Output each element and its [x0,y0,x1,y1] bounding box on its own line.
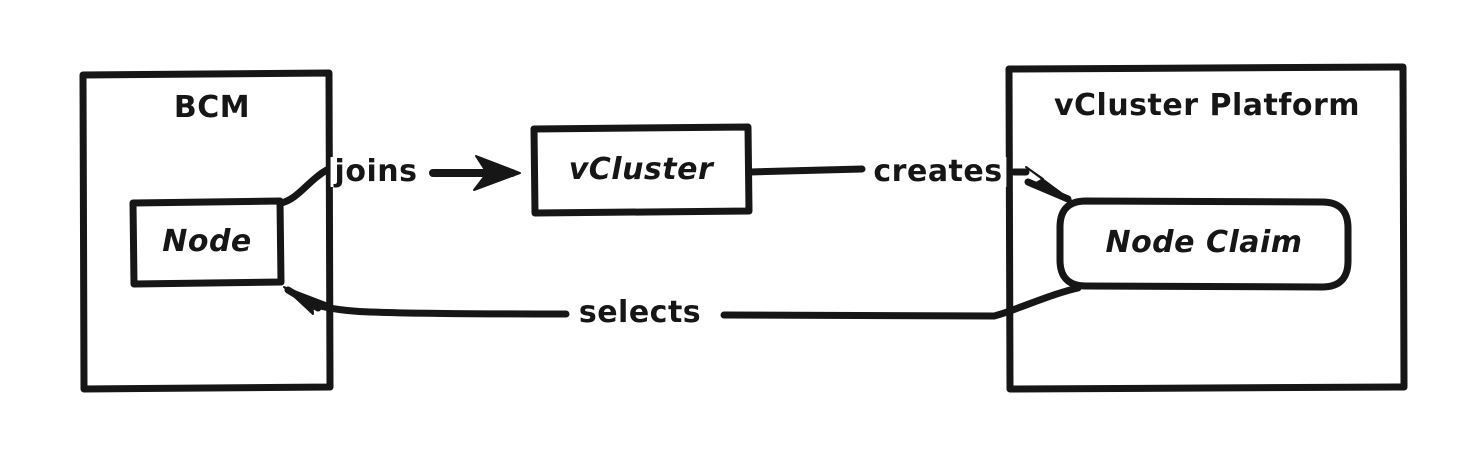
vcluster-box-outline [530,123,753,217]
selects-edge-curve-right [990,284,1082,320]
vcluster-box-label: vCluster [568,152,714,187]
creates-edge-label: creates [869,157,1007,187]
node-claim-box-label: Node Claim [1105,225,1303,260]
selects-edge-label: selects [574,298,706,328]
selects-edge-line-right [720,311,998,320]
node-box-outline [129,197,285,288]
creates-arrowhead-tail [1024,178,1072,203]
joins-edge-label: joins [330,157,422,187]
bcm-container-label: BCM [173,90,251,125]
selects-arrowhead-tail [284,286,322,312]
node-box-label: Node [162,224,252,259]
vcluster-platform-container-label: vCluster Platform [1053,88,1361,123]
selects-edge-line-left [300,296,570,318]
node-claim-box-outline [1056,197,1352,291]
joins-arrowhead [473,155,521,191]
creates-edge-line [746,165,866,176]
